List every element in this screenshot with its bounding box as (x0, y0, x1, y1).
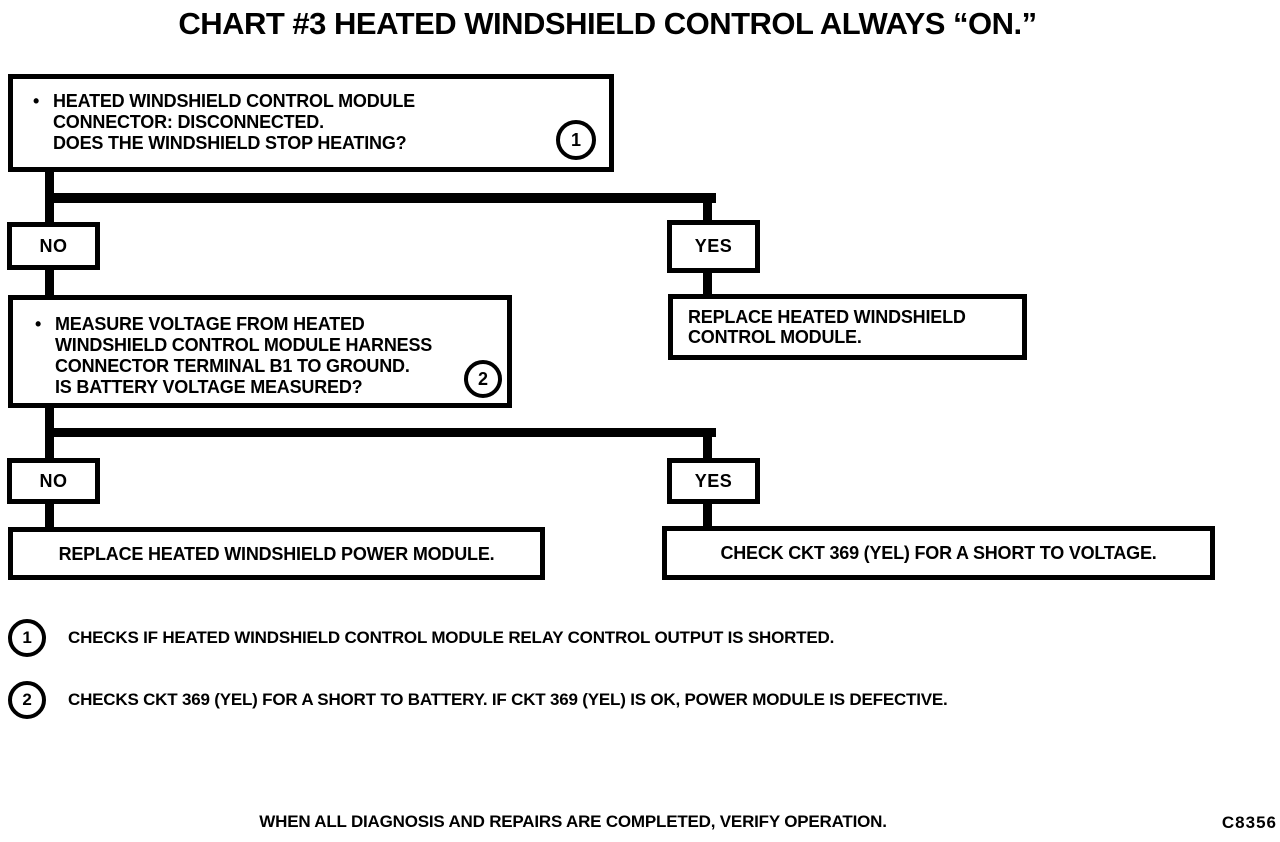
step-ref-badge-1: 1 (556, 120, 596, 160)
footnote-2-text: CHECKS CKT 369 (YEL) FOR A SHORT TO BATT… (68, 690, 948, 709)
question-box-2: • MEASURE VOLTAGE FROM HEATED WINDSHIELD… (8, 295, 512, 408)
connector-yes1-to-action (703, 273, 712, 294)
question-box-1: • HEATED WINDSHIELD CONTROL MODULE CONNE… (8, 74, 614, 172)
connector-yes2-to-action (703, 504, 712, 526)
question-1-line: CONNECTOR: DISCONNECTED. (53, 112, 324, 132)
footer-verify-note: WHEN ALL DIAGNOSIS AND REPAIRS ARE COMPL… (259, 812, 887, 831)
question-1-line: • HEATED WINDSHIELD CONTROL MODULE (33, 91, 609, 112)
decision-box-yes-2: YES (667, 458, 760, 504)
question-2-line: • MEASURE VOLTAGE FROM HEATED (35, 314, 507, 335)
question-2-line: CONNECTOR TERMINAL B1 TO GROUND. (55, 356, 410, 376)
footnote-ref-badge-1: 1 (8, 619, 46, 657)
question-2-line-text: MEASURE VOLTAGE FROM HEATED (55, 314, 365, 334)
connector-branch1-horizontal (45, 193, 716, 203)
question-2-line: IS BATTERY VOLTAGE MEASURED? (55, 377, 363, 397)
action-box-replace-control-module: REPLACE HEATED WINDSHIELD CONTROL MODULE… (668, 294, 1027, 360)
action-line: REPLACE HEATED WINDSHIELD (688, 307, 966, 327)
step-ref-badge-2: 2 (464, 360, 502, 398)
page-title: CHART #3 HEATED WINDSHIELD CONTROL ALWAY… (178, 6, 1037, 41)
decision-box-no-1: NO (7, 222, 100, 270)
question-2-line: WINDSHIELD CONTROL MODULE HARNESS (55, 335, 433, 355)
decision-box-yes-1: YES (667, 220, 760, 273)
question-2-text: • MEASURE VOLTAGE FROM HEATED WINDSHIELD… (35, 314, 507, 398)
connector-branch2-to-yes (703, 437, 712, 458)
footnote-ref-badge-2: 2 (8, 681, 46, 719)
action-line: CONTROL MODULE. (688, 327, 862, 347)
connector-branch2-horizontal (45, 428, 716, 437)
decision-box-no-2: NO (7, 458, 100, 504)
document-code: C8356 (1221, 813, 1277, 832)
connector-branch1-to-yes (703, 203, 712, 221)
bullet-icon: • (35, 314, 42, 334)
footnote-1-text: CHECKS IF HEATED WINDSHIELD CONTROL MODU… (68, 628, 835, 647)
footnote-2: 2 CHECKS CKT 369 (YEL) FOR A SHORT TO BA… (8, 681, 948, 719)
footnote-1: 1 CHECKS IF HEATED WINDSHIELD CONTROL MO… (8, 619, 834, 657)
question-1-line-text: HEATED WINDSHIELD CONTROL MODULE (53, 91, 415, 111)
action-text: REPLACE HEATED WINDSHIELD CONTROL MODULE… (688, 307, 966, 347)
bullet-icon: • (33, 91, 40, 111)
question-1-line: DOES THE WINDSHIELD STOP HEATING? (53, 133, 407, 153)
question-1-text: • HEATED WINDSHIELD CONTROL MODULE CONNE… (33, 91, 609, 154)
action-box-replace-power-module: REPLACE HEATED WINDSHIELD POWER MODULE. (8, 527, 545, 580)
action-box-check-ckt-369: CHECK CKT 369 (YEL) FOR A SHORT TO VOLTA… (662, 526, 1215, 580)
connector-no2-to-action (45, 504, 54, 527)
connector-no1-to-q2 (45, 270, 54, 295)
